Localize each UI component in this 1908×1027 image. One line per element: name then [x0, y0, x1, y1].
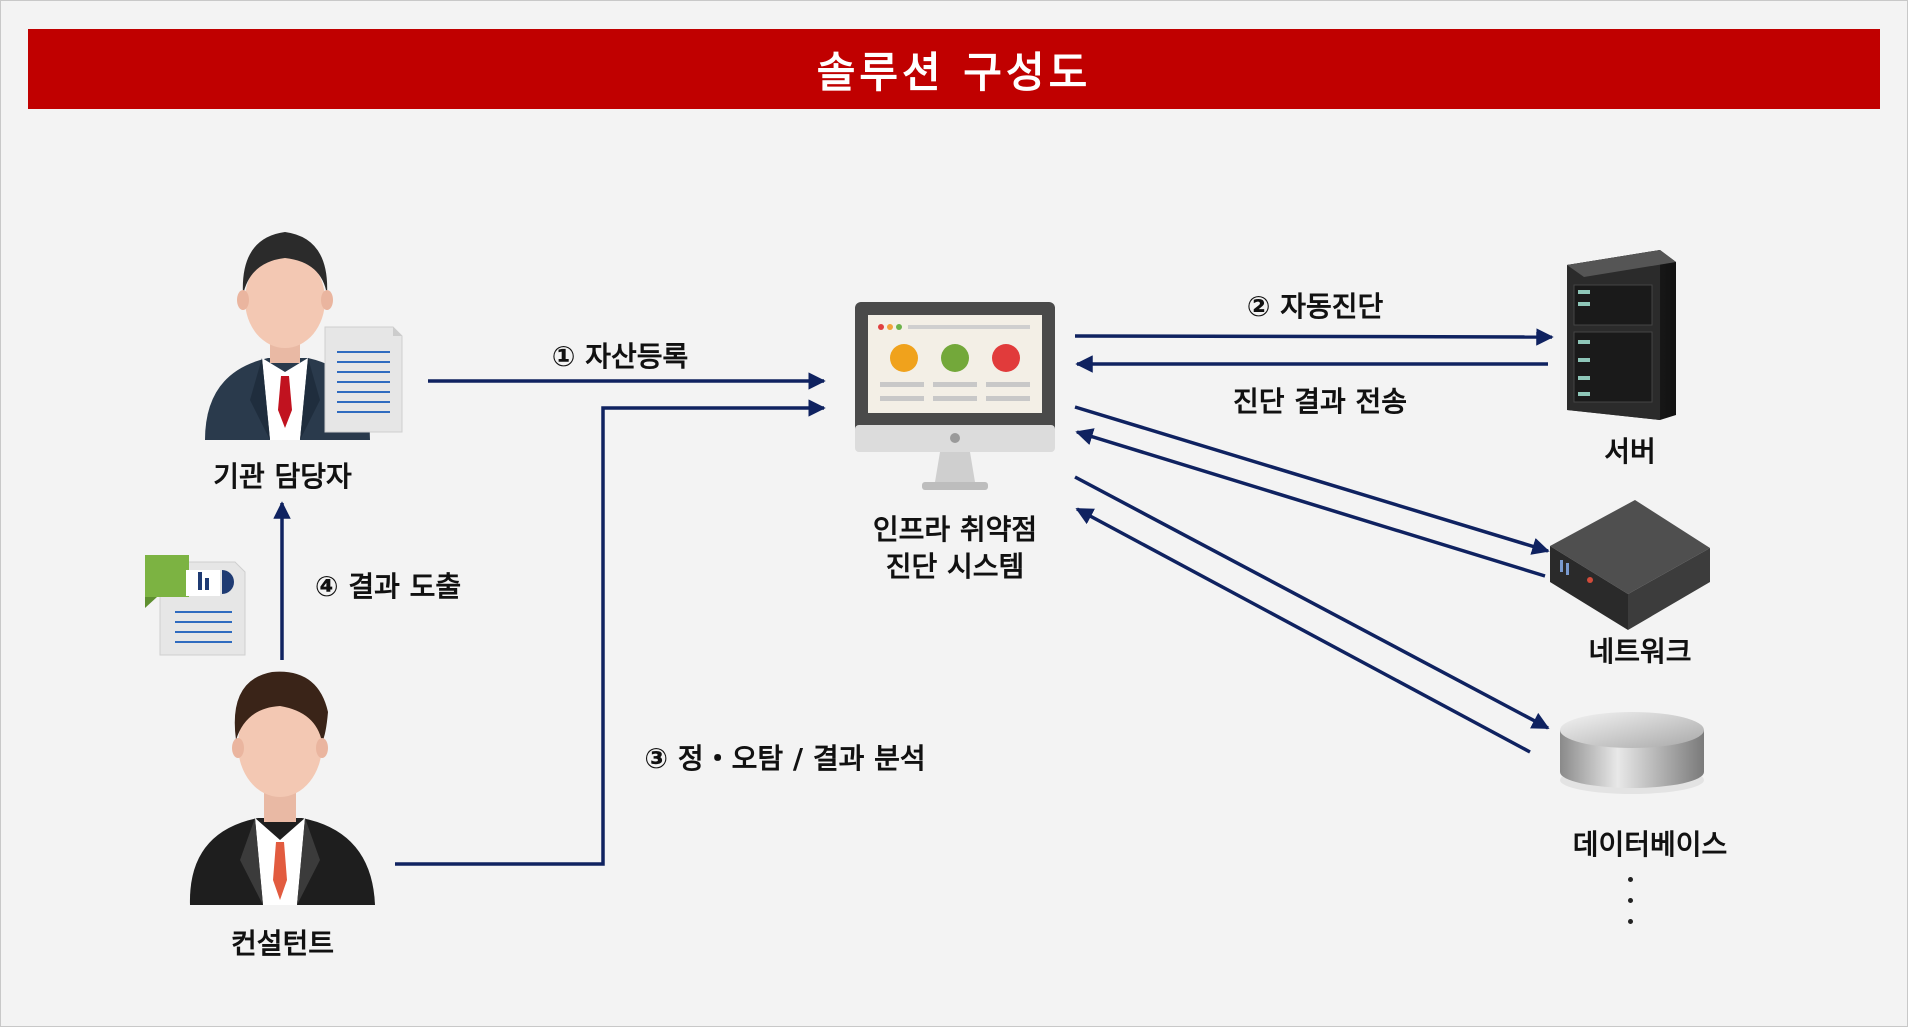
database-icon — [1560, 712, 1704, 794]
arrow-to-database — [1074, 475, 1550, 730]
arrow-from-network — [1075, 428, 1546, 578]
monitor-icon — [855, 302, 1055, 490]
consultant-label: 컨설턴트 — [230, 927, 335, 960]
ellipsis-dot — [1628, 919, 1633, 924]
system-label-line2: 진단 시스템 — [885, 550, 1025, 583]
title-bar: 솔루션 구성도 — [28, 29, 1880, 109]
step2-label: ② 자동진단 — [1246, 290, 1384, 323]
ellipsis-dot — [1628, 877, 1633, 882]
report-icon — [145, 555, 246, 656]
arrow-to-server — [1074, 328, 1554, 346]
step4-label: ④ 결과 도출 — [314, 570, 462, 603]
server-label: 서버 — [1604, 435, 1656, 468]
manager-label: 기관 담당자 — [213, 460, 352, 493]
network-label: 네트워크 — [1588, 635, 1692, 668]
step2-return-label: 진단 결과 전송 — [1232, 385, 1408, 418]
network-icon — [1550, 500, 1710, 630]
system-label-line1: 인프라 취약점 — [872, 513, 1038, 546]
server-icon — [1567, 250, 1676, 420]
arrow-analysis — [395, 399, 826, 866]
consultant-icon — [189, 671, 375, 905]
arrow-from-database — [1075, 507, 1531, 754]
page-title: 솔루션 구성도 — [816, 47, 1092, 97]
arrow-to-network — [1074, 405, 1550, 555]
step3-label: ③ 정・오탐 / 결과 분석 — [644, 742, 926, 775]
ellipsis-dot — [1628, 898, 1633, 903]
database-label: 데이터베이스 — [1572, 828, 1728, 861]
step1-label: ① 자산등록 — [551, 340, 689, 373]
document-icon — [324, 326, 403, 433]
